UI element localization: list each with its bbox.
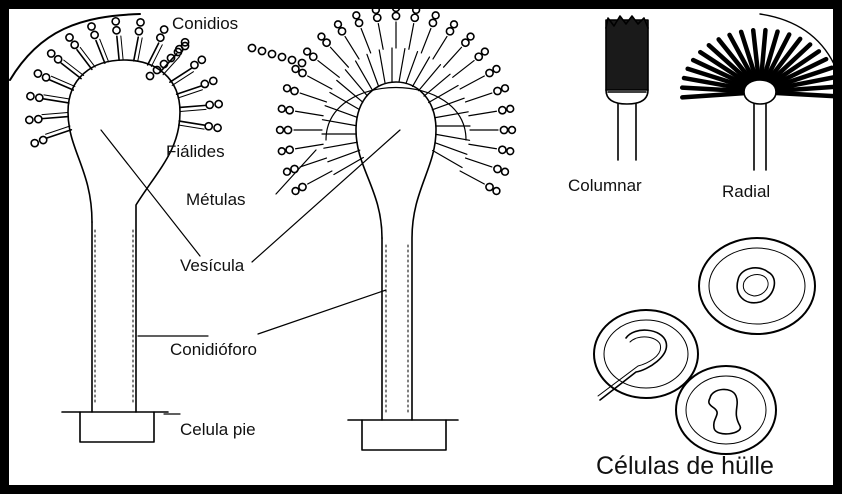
- leader-lines: [101, 130, 400, 414]
- right-foot-cell: [348, 420, 458, 450]
- label-conidios: Conidios: [172, 14, 238, 34]
- left-foot-cell: [62, 412, 168, 442]
- label-celula-pie: Celula pie: [180, 420, 256, 440]
- right-conidiophore: [248, 5, 515, 450]
- outer-arc: [10, 14, 140, 80]
- label-columnar: Columnar: [568, 176, 642, 196]
- label-conidioforo: Conidióforo: [170, 340, 257, 360]
- left-conidiophore: [26, 18, 222, 442]
- label-metulas: Métulas: [186, 190, 246, 210]
- right-vesicle-stalk: [356, 82, 436, 420]
- label-vesicula: Vesícula: [180, 256, 244, 276]
- label-celulas-de-hulle: Células de hülle: [596, 452, 774, 481]
- right-metulae: [248, 5, 515, 195]
- hulle-cells: [594, 238, 815, 454]
- columnar-head: [606, 16, 648, 160]
- label-radial: Radial: [722, 182, 770, 202]
- left-phialides: [26, 18, 222, 147]
- radial-head: [682, 30, 838, 170]
- label-fialides: Fiálides: [166, 142, 225, 162]
- left-vesicle-stalk: [68, 60, 180, 412]
